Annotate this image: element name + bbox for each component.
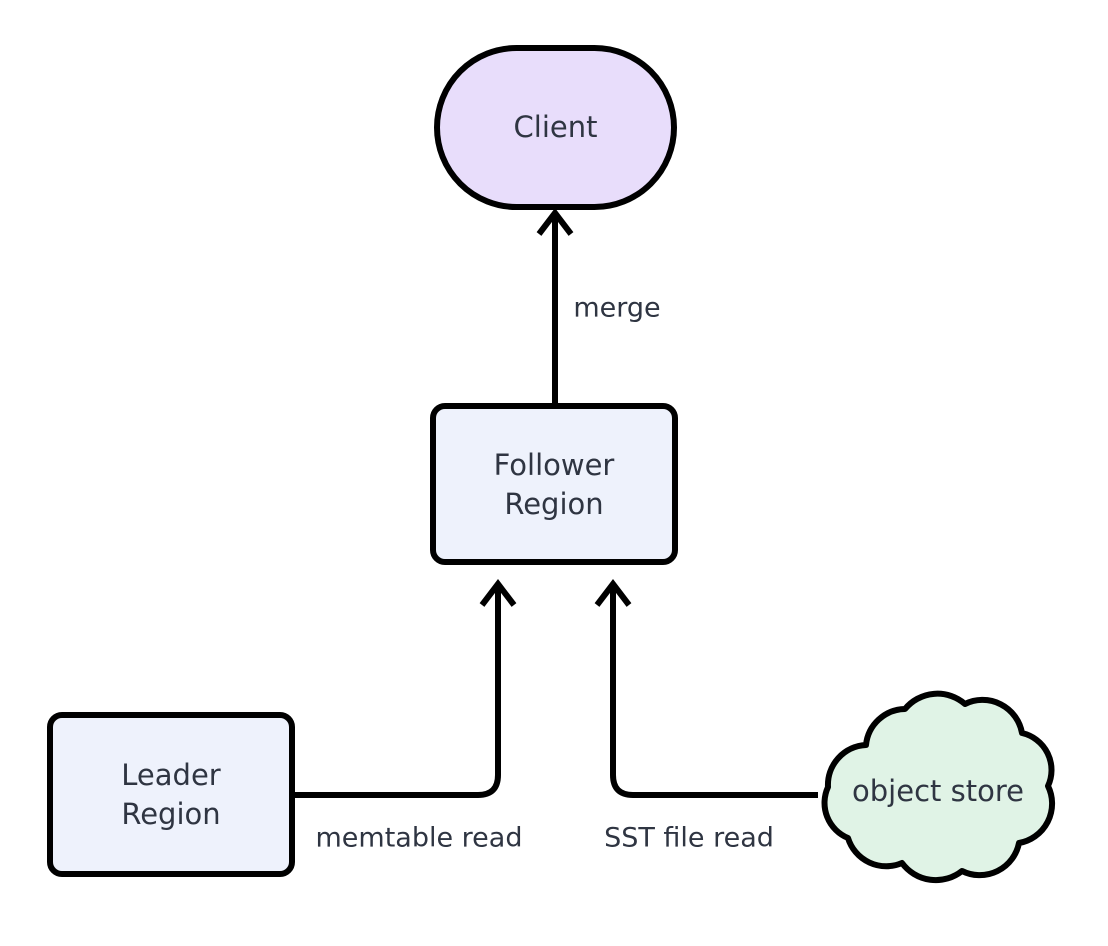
edge-label-sst-file-read: SST file read (604, 823, 774, 854)
edge-line-memtable-read (295, 589, 501, 798)
arrowhead-into-client (536, 208, 574, 236)
client-label: Client (514, 110, 598, 144)
node-client[interactable]: Client (434, 45, 677, 210)
arrowhead-into-follower-left (479, 579, 517, 607)
edge-line-sst-file-read (610, 589, 818, 798)
object-store-label: object store (852, 774, 1024, 808)
leader-region-label-line2: Region (121, 797, 220, 831)
node-follower-region[interactable]: Follower Region (430, 403, 678, 565)
node-leader-region[interactable]: Leader Region (47, 712, 295, 877)
follower-region-label-line2: Region (504, 487, 603, 521)
leader-region-shape[interactable] (47, 712, 295, 877)
follower-region-shape[interactable] (430, 403, 678, 565)
leader-region-label-line1: Leader (121, 758, 221, 792)
arrowhead-into-follower-right (594, 579, 632, 607)
edge-leader-to-follower (295, 579, 517, 798)
object-store-cloud-shape[interactable] (821, 690, 1056, 884)
edge-follower-to-client (536, 208, 574, 406)
node-object-store[interactable]: object store (821, 690, 1056, 884)
edge-label-memtable-read: memtable read (316, 823, 523, 854)
edge-objectstore-to-follower (594, 579, 818, 798)
follower-region-label-line1: Follower (494, 448, 615, 482)
client-shape[interactable] (434, 45, 677, 210)
edge-label-merge: merge (573, 293, 660, 324)
